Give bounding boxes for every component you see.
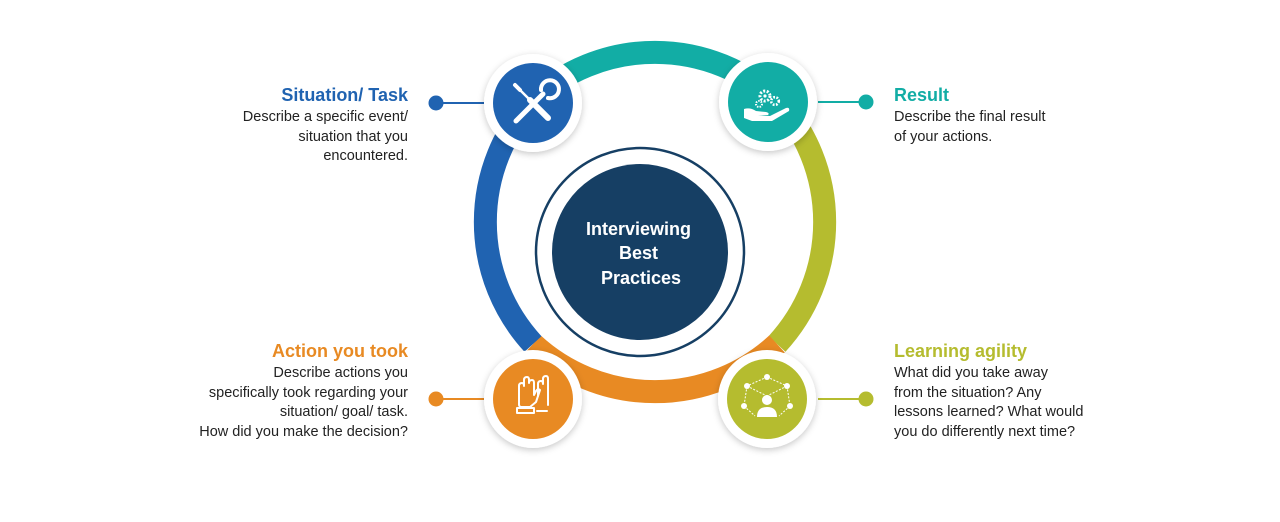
learning-desc-line: What did you take away	[894, 365, 1048, 381]
action-desc-line: situation/ goal/ task.	[279, 404, 408, 420]
learning-desc-line: from the situation? Any	[894, 384, 1042, 401]
result-title: Result	[894, 85, 950, 105]
center-title-line-2: Best	[619, 243, 658, 263]
action-desc-line: Describe actions you	[273, 365, 408, 381]
situation-title: Situation/ Task	[281, 85, 408, 105]
situation-node	[484, 54, 582, 152]
svg-text:Interviewing Best: Interviewing Best Practices	[586, 219, 696, 288]
tools-icon	[513, 78, 561, 124]
network-person-icon	[743, 376, 791, 417]
situation-desc-line: Describe a specific event/	[242, 109, 408, 125]
connectors	[428, 94, 874, 407]
result-node	[719, 53, 817, 151]
learning-title: Learning agility	[894, 341, 1028, 361]
center-title-line-3: Practices	[601, 268, 681, 288]
result-desc-line: of your actions.	[894, 128, 993, 145]
result-desc-line: Describe the final result	[894, 109, 1046, 125]
action-title: Action you took	[272, 341, 408, 361]
raised-hands-icon	[516, 375, 549, 414]
situation-block: Situation/ Task Describe a specific even…	[243, 83, 408, 167]
action-desc-line: specifically took regarding your	[208, 384, 408, 401]
learning-node	[718, 350, 816, 448]
action-desc-line: How did you make the decision?	[199, 423, 408, 440]
learning-desc-line: you do differently next time?	[894, 423, 1076, 440]
situation-desc-line: encountered.	[323, 148, 408, 164]
action-node	[484, 350, 582, 448]
result-block: Result Describe the final result of your…	[894, 83, 1046, 147]
action-block: Action you took Describe actions you spe…	[199, 339, 408, 442]
learning-block: Learning agility What did you take away …	[894, 339, 1083, 442]
hand-gears-icon	[744, 89, 790, 121]
center-hub: Interviewing Best Practices	[534, 146, 746, 358]
center-title-line-1: Interviewing	[586, 219, 691, 239]
situation-desc-line: situation that you	[298, 128, 408, 145]
learning-desc-line: lessons learned? What would	[894, 404, 1084, 420]
